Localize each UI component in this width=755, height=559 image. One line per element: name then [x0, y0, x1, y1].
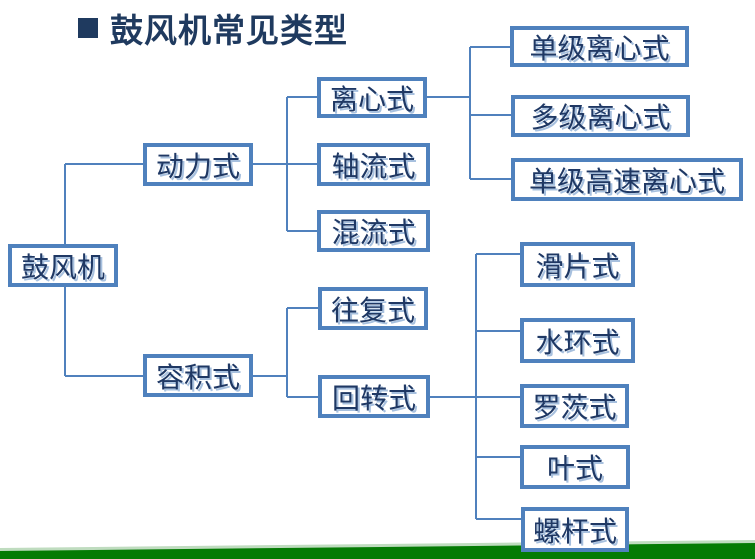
node-axial-flow: 轴流式	[317, 143, 430, 186]
node-water-ring: 水环式	[520, 318, 635, 363]
node-dynamic-type: 动力式	[143, 143, 253, 186]
node-blower: 鼓风机	[8, 244, 118, 287]
footer-band	[0, 540, 755, 559]
node-sliding-vane: 滑片式	[520, 242, 635, 287]
node-vane: 叶式	[520, 445, 630, 489]
node-single-stage-centrifugal: 单级离心式	[510, 26, 689, 67]
slide-title: 鼓风机常见类型	[78, 6, 348, 50]
node-centrifugal: 离心式	[317, 77, 427, 118]
node-single-stage-high-speed-centrifugal: 单级高速离心式	[511, 158, 743, 201]
node-reciprocating: 往复式	[318, 287, 428, 330]
node-screw: 螺杆式	[521, 507, 629, 552]
node-mixed-flow: 混流式	[317, 210, 430, 252]
node-rotary: 回转式	[318, 375, 430, 418]
node-positive-displacement-type: 容积式	[143, 354, 253, 397]
page-title: 鼓风机常见类型	[110, 14, 348, 50]
node-multi-stage-centrifugal: 多级离心式	[511, 95, 690, 137]
node-roots: 罗茨式	[520, 384, 629, 428]
title-bullet-icon	[78, 18, 98, 38]
